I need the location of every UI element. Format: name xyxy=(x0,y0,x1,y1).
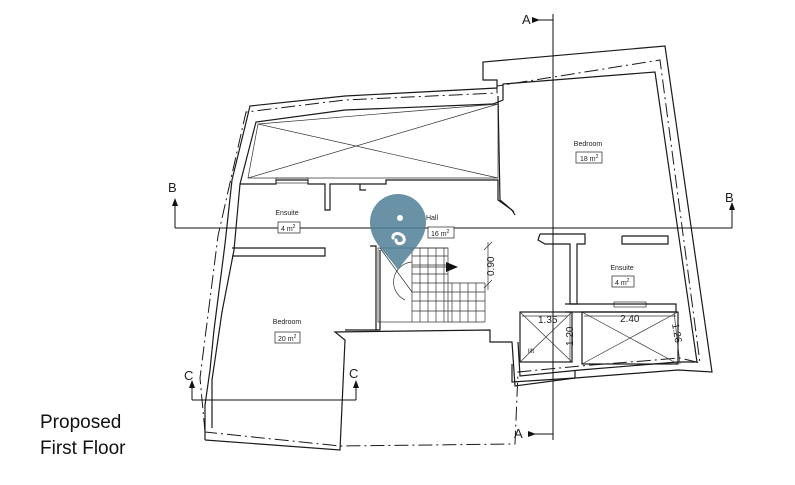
section-b-left-arrow xyxy=(172,198,178,206)
void-cross-line-2 xyxy=(247,103,499,179)
dim-text-126: 1.26 xyxy=(669,323,683,345)
lift-label: lift xyxy=(528,349,534,355)
dim-text-090: 0.90 xyxy=(486,256,497,276)
dim-tick-090-b xyxy=(483,279,493,289)
area-box-bedroom-right xyxy=(575,151,603,164)
ensuite-left-wall xyxy=(232,247,326,257)
ensuite-right-wall xyxy=(537,233,586,305)
section-b-right-arrow xyxy=(729,202,735,210)
room-name-ensuite-left: Ensuite xyxy=(275,210,298,217)
right-bedroom-wall xyxy=(497,95,515,213)
lift-shaft-left xyxy=(519,311,573,363)
section-a-top-arrow xyxy=(532,17,540,23)
area-ensuite-right: 4 m2 xyxy=(615,278,630,287)
area-hall: 16 m2 xyxy=(431,229,450,238)
wall-top-strip xyxy=(240,179,516,216)
area-box-ensuite-left xyxy=(277,221,301,234)
area-box-hall xyxy=(427,226,455,239)
room-name-hall: Hall xyxy=(426,215,439,222)
area-box-bedroom-left xyxy=(274,331,301,344)
room-name-ensuite-right: Ensuite xyxy=(610,265,633,272)
stair-direction-arrow xyxy=(446,262,458,272)
section-b-left-label: B xyxy=(168,180,177,195)
location-pin-icon[interactable] xyxy=(370,194,426,270)
drawing-caption-line-2: First Floor xyxy=(40,438,126,459)
area-bedroom-right: 18 m2 xyxy=(580,154,599,163)
hall-left-wall xyxy=(359,184,366,191)
section-b-right-label: B xyxy=(725,190,734,205)
dim-text-135: 1.35 xyxy=(538,315,558,326)
section-c-right-arrow xyxy=(353,380,359,388)
void-cross-line-1 xyxy=(257,123,499,179)
section-a-bottom-arrow xyxy=(528,431,536,437)
dim-tick-090-a xyxy=(483,241,493,251)
section-c-right-label: C xyxy=(349,366,358,381)
area-bedroom-left: 20 m2 xyxy=(278,334,297,343)
dim-text-120: 1.20 xyxy=(565,326,576,346)
ensuite-right-top-wall xyxy=(621,235,669,245)
section-c-left-label: C xyxy=(184,368,193,383)
area-ensuite-left: 4 m2 xyxy=(281,224,296,233)
area-box-ensuite-right xyxy=(611,275,635,288)
lift-bottom-wall xyxy=(511,364,576,383)
section-a-top-label: A xyxy=(522,12,531,27)
lift-shaft-right xyxy=(581,311,679,365)
staircase xyxy=(377,247,486,323)
site-boundary-line xyxy=(199,59,701,447)
section-a-bottom-label: A xyxy=(514,426,523,441)
dim-text-240: 2.40 xyxy=(620,314,640,325)
room-name-bedroom-right: Bedroom xyxy=(574,141,603,148)
ensuite-right-bottom-wall xyxy=(565,303,677,313)
section-c-left-arrow xyxy=(189,380,195,388)
drawing-caption-line-1: Proposed xyxy=(40,412,122,433)
outer-wall xyxy=(204,45,713,451)
window-top xyxy=(275,177,309,184)
hall-stair-wall xyxy=(370,245,381,331)
dim-line-126 xyxy=(673,311,681,365)
room-name-bedroom-left: Bedroom xyxy=(273,319,302,326)
